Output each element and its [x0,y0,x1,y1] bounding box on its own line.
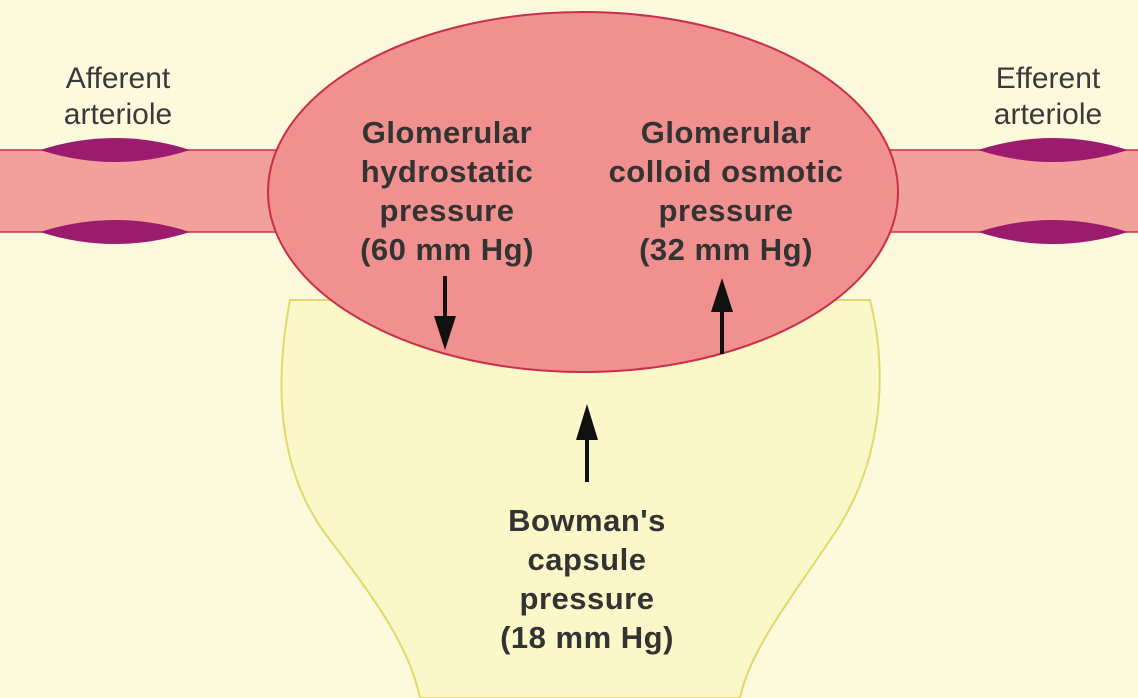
afferent-arteriole-label: Afferent arteriole [38,64,198,130]
efferent-arteriole-label: Efferent arteriole [968,64,1128,130]
afferent-label-line-2: arteriole [38,100,198,130]
bowmans-line-4: (18 mm Hg) [470,622,704,653]
efferent-label-line-2: arteriole [968,100,1128,130]
hydrostatic-line-1: Glomerular [330,117,564,148]
efferent-label-line-1: Efferent [968,64,1128,94]
hydrostatic-line-2: hydrostatic [330,156,564,187]
hydrostatic-line-4: (60 mm Hg) [330,234,564,265]
bowmans-capsule-pressure-label: Bowman's capsule pressure (18 mm Hg) [470,505,704,653]
efferent-arteriole [860,150,1138,232]
glomerular-colloid-osmotic-pressure-label: Glomerular colloid osmotic pressure (32 … [576,117,876,265]
bowmans-line-3: pressure [470,583,704,614]
bowmans-line-2: capsule [470,544,704,575]
bowmans-line-1: Bowman's [470,505,704,536]
afferent-label-line-1: Afferent [38,64,198,94]
colloid-line-4: (32 mm Hg) [576,234,876,265]
colloid-line-1: Glomerular [576,117,876,148]
colloid-line-3: pressure [576,195,876,226]
afferent-arteriole [0,150,305,232]
hydrostatic-line-3: pressure [330,195,564,226]
colloid-line-2: colloid osmotic [576,156,876,187]
glomerular-hydrostatic-pressure-label: Glomerular hydrostatic pressure (60 mm H… [330,117,564,265]
